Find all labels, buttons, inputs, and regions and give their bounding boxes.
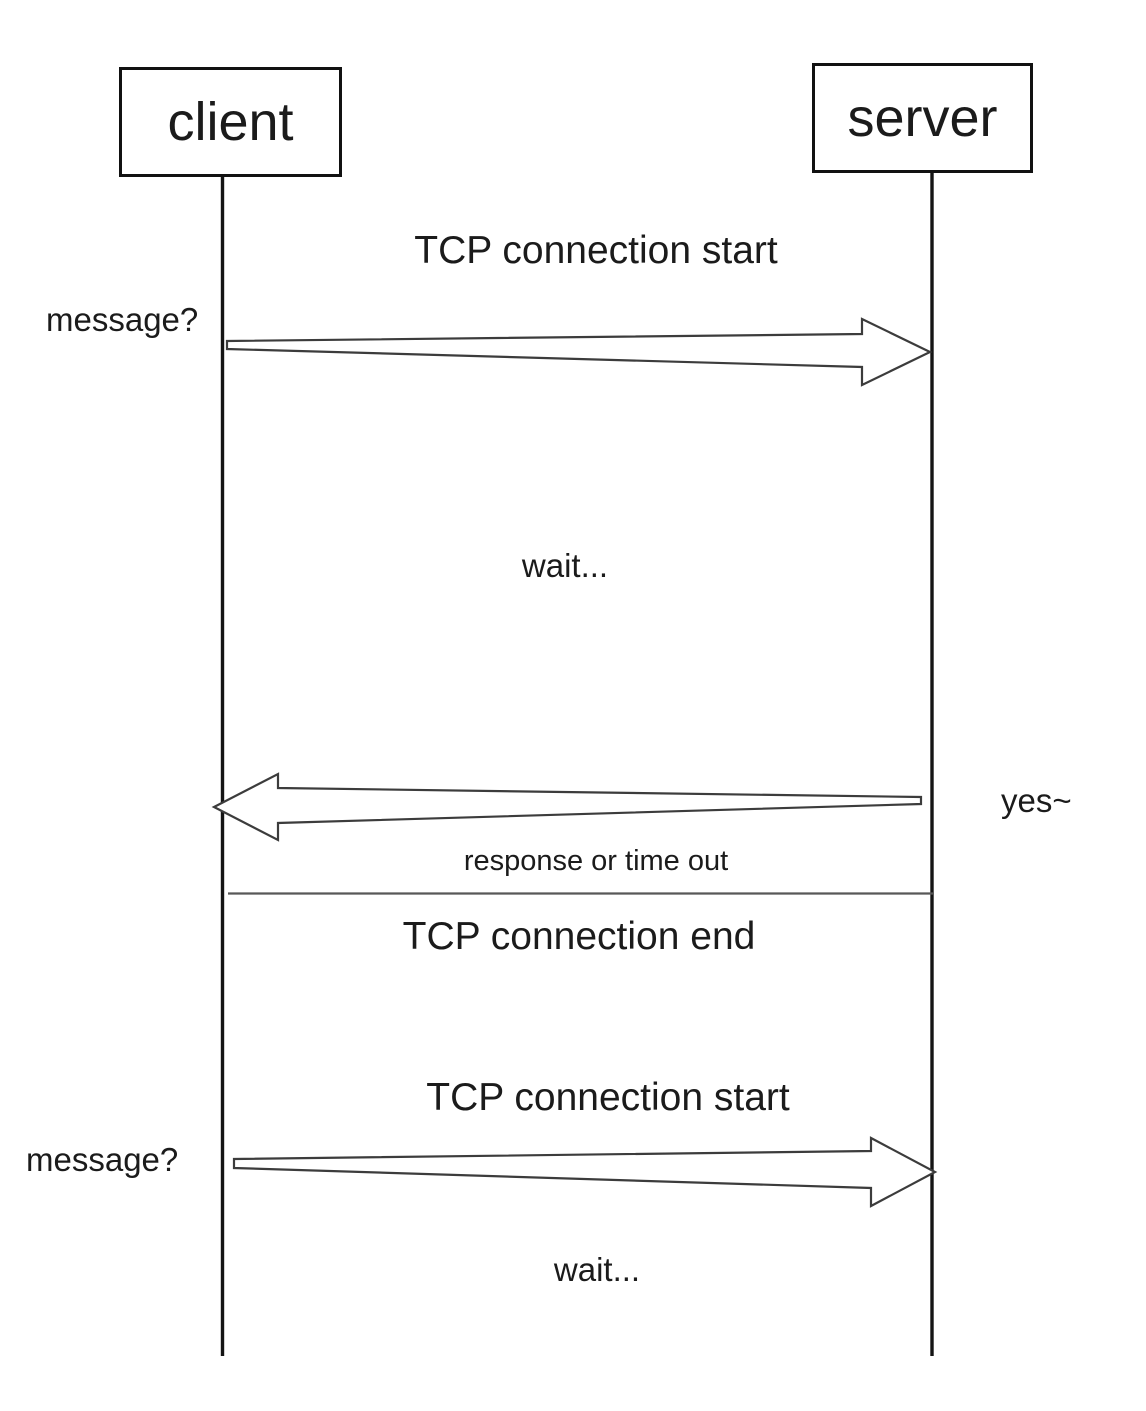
request2-label: message? <box>26 1141 179 1178</box>
response1-note: response or time out <box>463 845 729 877</box>
phase1-end-title: TCP connection end <box>402 915 756 958</box>
server-actor-box: server <box>812 63 1033 173</box>
client-actor-box: client <box>119 67 342 177</box>
client-actor-label: client <box>167 92 294 152</box>
wait1-label: wait... <box>521 547 609 584</box>
wait2-label: wait... <box>553 1251 641 1288</box>
request-arrow-1 <box>225 317 933 387</box>
response-arrow <box>211 772 923 842</box>
phase2-title: TCP connection start <box>426 1076 790 1119</box>
server-actor-label: server <box>847 88 998 148</box>
request1-label: message? <box>46 301 199 338</box>
phase1-title: TCP connection start <box>414 229 778 272</box>
request-arrow-2 <box>232 1136 938 1208</box>
response1-label: yes~ <box>1001 782 1072 819</box>
